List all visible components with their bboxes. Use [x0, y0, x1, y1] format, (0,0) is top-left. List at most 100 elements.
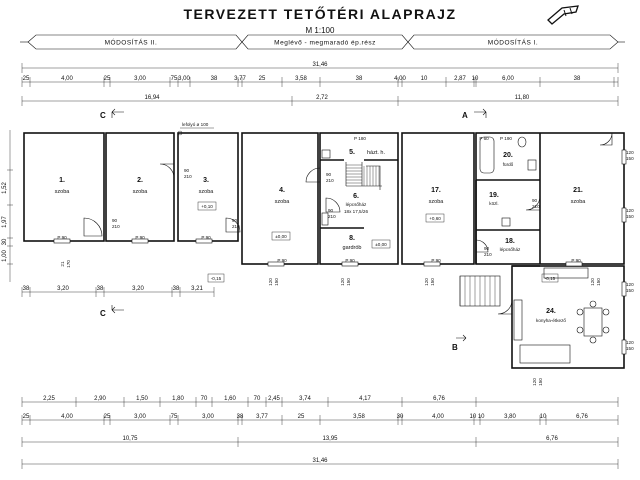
room-17: 17. szoba +0,60	[425, 187, 444, 223]
window-height-label: 150	[626, 214, 634, 219]
staircase-18	[459, 275, 501, 307]
door-width-label: 90	[232, 218, 238, 223]
dim-bottom-row1: 70	[254, 396, 261, 402]
room-21: 21. szoba	[571, 187, 587, 205]
room-1: 1. szoba	[55, 177, 71, 195]
svg-text:4.: 4.	[279, 187, 285, 194]
dim-bottom-row1: 1,60	[224, 396, 236, 402]
dim-bottom-window: 38	[173, 286, 180, 292]
windows	[53, 149, 627, 355]
dim-bottom-row1: 4,17	[359, 396, 371, 402]
dim-left-2: 1,97	[2, 216, 8, 228]
downpipe-label: lefolyó ø 100	[182, 122, 209, 127]
svg-text:18.: 18.	[505, 238, 515, 245]
dim-bottom-row2: 3,77	[256, 414, 268, 420]
dim-top-detail: 4,00	[394, 76, 406, 82]
svg-text:+0,10: +0,10	[201, 204, 213, 209]
window-height-label: 150	[430, 278, 435, 286]
window-width-label: 120	[626, 208, 634, 213]
svg-text:+0,60: +0,60	[429, 216, 441, 221]
level-minus-015-a: -0,15	[211, 276, 222, 281]
window-width-label: 120	[590, 278, 595, 286]
dim-bottom-group-2: 13,95	[322, 436, 338, 442]
room-19: 19. közl.	[489, 192, 499, 206]
svg-text:18x 17,5/26: 18x 17,5/26	[344, 209, 368, 214]
door-p180-label: P 180	[354, 136, 366, 141]
door-width-label: 90	[484, 246, 490, 251]
svg-text:1.: 1.	[59, 177, 65, 184]
left-dimension-chain: 1,52 1,97 30 1,00	[2, 130, 13, 282]
door-height-label: 210	[328, 214, 336, 219]
svg-text:C: C	[100, 309, 106, 318]
dim-top-detail: 3,77	[234, 76, 246, 82]
window-p90-label: P 90	[57, 235, 67, 240]
window-width-label: 120	[532, 378, 537, 386]
svg-text:szoba: szoba	[199, 189, 215, 195]
dim-bottom-row1: 2,90	[94, 396, 106, 402]
svg-text:fürdő: fürdő	[503, 162, 514, 167]
room-6: 6. lépcsőház 18x 17,5/26	[344, 193, 368, 214]
level-minus-015-b: -0,15	[545, 276, 556, 281]
dim-bottom-row2: 10	[540, 414, 547, 420]
door-height-label: 210	[232, 224, 240, 229]
dim-top-detail: 38	[356, 76, 363, 82]
window-width-label: 120	[424, 278, 429, 286]
dim-top-detail: 75	[171, 76, 178, 82]
dim-bottom-row2: 3,80	[504, 414, 516, 420]
svg-text:21.: 21.	[573, 187, 583, 194]
section-marker-a: A	[462, 108, 487, 120]
door-height-label: 210	[484, 252, 492, 257]
window-width-label: 120	[340, 278, 345, 286]
dim-bottom-row2: 75	[171, 414, 178, 420]
window-p90-label: P 90	[201, 235, 211, 240]
svg-text:24.: 24.	[546, 308, 556, 315]
svg-text:2.: 2.	[137, 177, 143, 184]
window-width-label: 120	[626, 150, 634, 155]
svg-text:6.: 6.	[353, 193, 359, 200]
dim-bottom-row2: 25	[23, 414, 30, 420]
window-height-label: 150	[626, 346, 634, 351]
room-2: 2. szoba	[133, 177, 149, 195]
dim-top-total: 31,46	[312, 62, 328, 68]
door-width-label: 90	[184, 168, 190, 173]
building-walls	[23, 132, 625, 369]
dim-bottom-row2: 25	[104, 414, 111, 420]
dim-bottom-row2: 6,76	[576, 414, 588, 420]
svg-text:3.: 3.	[203, 177, 209, 184]
window-height-label: 150	[596, 278, 601, 286]
room-8: 8. gardrób ±0,00	[343, 235, 391, 251]
svg-text:20.: 20.	[503, 152, 513, 159]
dim-left-3: 30	[2, 238, 8, 245]
svg-text:lépcsőház: lépcsőház	[346, 202, 367, 207]
svg-text:konyha-étkező: konyha-étkező	[536, 318, 566, 323]
door-height-label: 210	[112, 224, 120, 229]
plan-title: TERVEZETT TETŐTÉRI ALAPRAJZ	[183, 5, 456, 22]
dim-bottom-row1: 70	[201, 396, 208, 402]
door-height-label: 210	[326, 178, 334, 183]
dim-bottom-row2: 3,00	[134, 414, 146, 420]
window-width-label: 120	[626, 340, 634, 345]
bathroom-fixtures	[321, 136, 537, 227]
dim-top-detail: 38	[574, 76, 581, 82]
svg-text:szoba: szoba	[571, 199, 587, 205]
svg-text:±0,00: ±0,00	[375, 242, 387, 247]
dim-bottom-row2: 4,00	[61, 414, 73, 420]
window-p90-label: P 90	[135, 235, 145, 240]
dim-bottom-row1: 2,25	[43, 396, 55, 402]
svg-text:közl.: közl.	[489, 201, 498, 206]
plan-scale: M 1:100	[306, 26, 335, 35]
window-height-label: 150	[626, 156, 634, 161]
window-p90-label: P 90	[345, 258, 355, 263]
dim-top-detail: 3,58	[295, 76, 307, 82]
dim-top-detail: 25	[259, 76, 266, 82]
north-arrow-icon	[547, 5, 579, 25]
dim-bottom-group-3: 6,76	[546, 436, 558, 442]
dim-bottom-window: 3,20	[57, 286, 69, 292]
window-height-label: 150	[538, 378, 543, 386]
staircase-6	[345, 162, 382, 190]
